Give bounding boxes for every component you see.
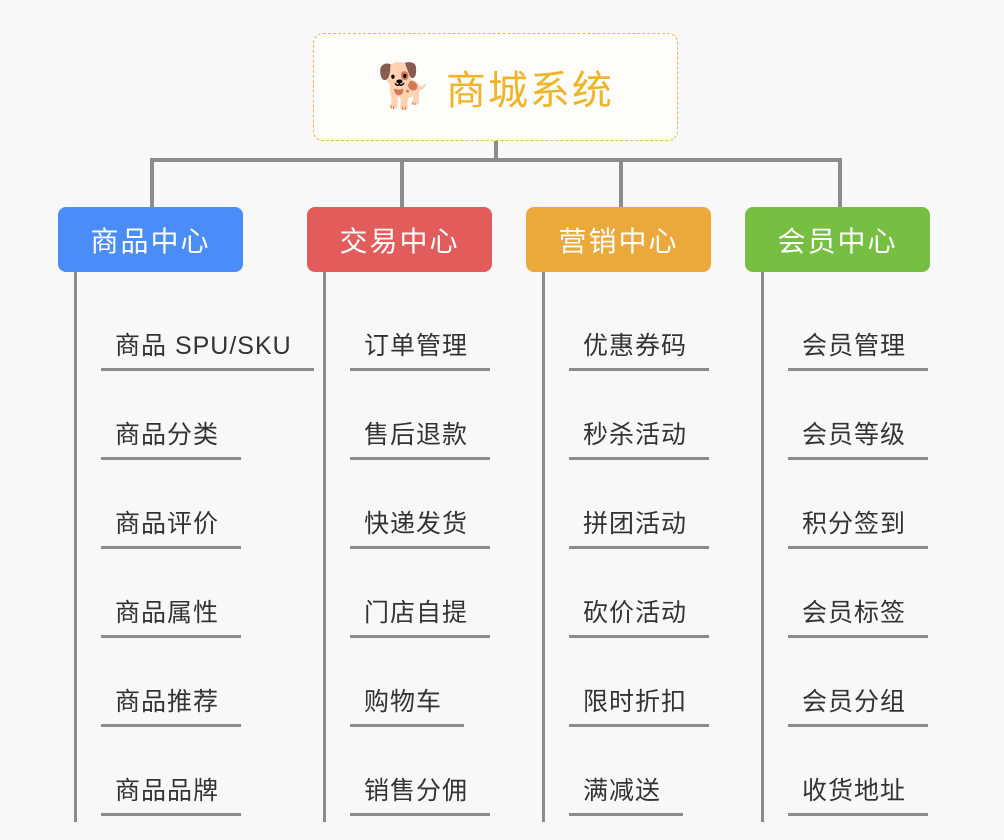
leaf-label: 商品评价 [101, 504, 242, 549]
root-node[interactable]: 🐕 商城系统 [313, 33, 678, 141]
leaf-label: 订单管理 [350, 326, 491, 371]
connector-drop-marketing [619, 158, 623, 207]
list-item[interactable]: 秒杀活动 [545, 377, 726, 466]
list-item[interactable]: 砍价活动 [545, 555, 726, 644]
list-item[interactable]: 会员管理 [764, 288, 945, 377]
leaf-label: 商品属性 [101, 593, 242, 638]
connector-root-stem [494, 141, 498, 162]
category-header-trade-label: 交易中心 [339, 225, 460, 257]
leaf-label: 会员标签 [788, 593, 929, 638]
connector-drop-member [838, 158, 842, 207]
leaf-label: 限时折扣 [569, 682, 710, 727]
leaf-label: 快递发货 [350, 504, 491, 549]
leaf-label: 积分签到 [788, 504, 929, 549]
leaf-label: 拼团活动 [569, 504, 710, 549]
leaf-list-member: 会员管理 会员等级 积分签到 会员标签 会员分组 收货地址 [761, 272, 945, 822]
list-item[interactable]: 积分签到 [764, 466, 945, 555]
list-item[interactable]: 商品品牌 [77, 733, 288, 822]
connector-drop-products [150, 158, 154, 207]
leaf-list-trade: 订单管理 售后退款 快递发货 门店自提 购物车 销售分佣 [323, 272, 507, 822]
leaf-label: 商品品牌 [101, 771, 242, 816]
list-item[interactable]: 会员标签 [764, 555, 945, 644]
root-node-label: 商城系统 [445, 69, 614, 113]
list-item[interactable]: 销售分佣 [326, 733, 507, 822]
leaf-label: 秒杀活动 [569, 415, 710, 460]
category-header-trade[interactable]: 交易中心 [307, 207, 492, 272]
list-item[interactable]: 门店自提 [326, 555, 507, 644]
shiba-dog-emoji: 🐕 [377, 62, 432, 111]
list-item[interactable]: 快递发货 [326, 466, 507, 555]
list-item[interactable]: 优惠券码 [545, 288, 726, 377]
connector-bus-bar [150, 158, 842, 162]
list-item[interactable]: 商品推荐 [77, 644, 288, 733]
category-header-marketing[interactable]: 营销中心 [526, 207, 711, 272]
leaf-label: 收货地址 [788, 771, 929, 816]
list-item[interactable]: 订单管理 [326, 288, 507, 377]
list-item[interactable]: 会员等级 [764, 377, 945, 466]
list-item[interactable]: 售后退款 [326, 377, 507, 466]
list-item[interactable]: 限时折扣 [545, 644, 726, 733]
branch-member: 会员中心 会员管理 会员等级 积分签到 会员标签 会员分组 收货地址 [745, 207, 945, 822]
leaf-label: 购物车 [350, 682, 465, 727]
list-item[interactable]: 商品分类 [77, 377, 288, 466]
leaf-label: 优惠券码 [569, 326, 710, 371]
list-item[interactable]: 商品评价 [77, 466, 288, 555]
leaf-label: 会员分组 [788, 682, 929, 727]
category-header-member[interactable]: 会员中心 [745, 207, 930, 272]
list-item[interactable]: 会员分组 [764, 644, 945, 733]
leaf-label: 售后退款 [350, 415, 491, 460]
list-item[interactable]: 满减送 [545, 733, 726, 822]
leaf-label: 满减送 [569, 771, 684, 816]
list-item[interactable]: 拼团活动 [545, 466, 726, 555]
list-item[interactable]: 商品 SPU/SKU [77, 288, 314, 377]
leaf-label: 砍价活动 [569, 593, 710, 638]
list-item[interactable]: 购物车 [326, 644, 507, 733]
category-header-marketing-label: 营销中心 [558, 225, 679, 257]
leaf-label: 会员管理 [788, 326, 929, 371]
list-item[interactable]: 收货地址 [764, 733, 945, 822]
branch-marketing: 营销中心 优惠券码 秒杀活动 拼团活动 砍价活动 限时折扣 满减送 [526, 207, 726, 822]
branch-trade: 交易中心 订单管理 售后退款 快递发货 门店自提 购物车 销售分佣 [307, 207, 507, 822]
leaf-label: 会员等级 [788, 415, 929, 460]
leaf-label: 商品分类 [101, 415, 242, 460]
category-header-products[interactable]: 商品中心 [58, 207, 243, 272]
connector-drop-trade [400, 158, 404, 207]
list-item[interactable]: 商品属性 [77, 555, 288, 644]
leaf-label: 商品 SPU/SKU [101, 326, 314, 371]
leaf-list-products: 商品 SPU/SKU 商品分类 商品评价 商品属性 商品推荐 商品品牌 [74, 272, 314, 822]
branch-products: 商品中心 商品 SPU/SKU 商品分类 商品评价 商品属性 商品推荐 商品品牌 [58, 207, 314, 822]
leaf-label: 销售分佣 [350, 771, 491, 816]
leaf-list-marketing: 优惠券码 秒杀活动 拼团活动 砍价活动 限时折扣 满减送 [542, 272, 726, 822]
category-header-products-label: 商品中心 [90, 225, 211, 257]
category-header-member-label: 会员中心 [777, 225, 898, 257]
leaf-label: 商品推荐 [101, 682, 242, 727]
leaf-label: 门店自提 [350, 593, 491, 638]
